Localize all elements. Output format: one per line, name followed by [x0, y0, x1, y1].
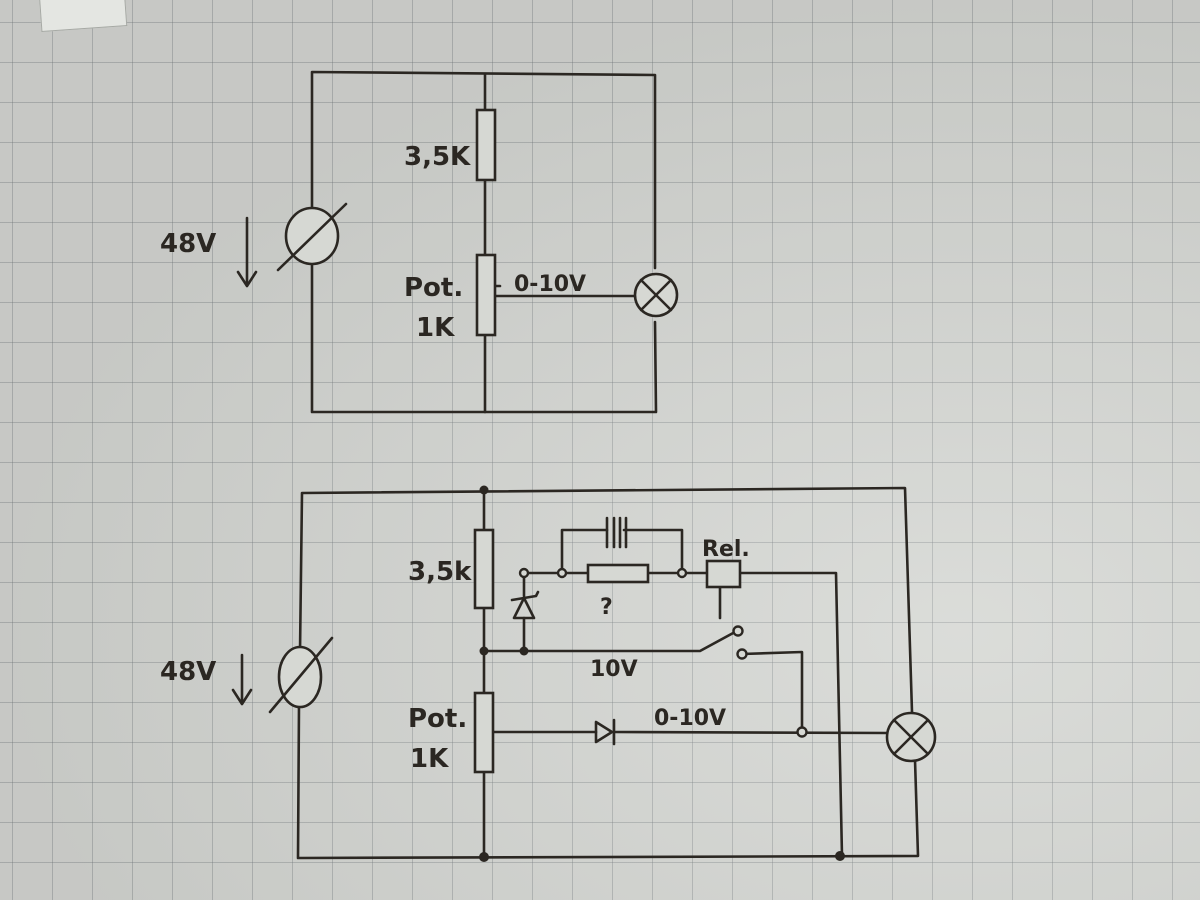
bottom-output-label: 0-10V: [654, 706, 726, 731]
top-output-label: 0-10V: [514, 272, 586, 297]
top-circuit: 48V 3,5K Pot. 1K 0-10V: [160, 70, 679, 414]
series-diode-icon: [594, 718, 616, 746]
top-pot-label-1: Pot.: [404, 273, 463, 303]
bottom-pot-label-1: Pot.: [408, 704, 467, 734]
diode-branch: [522, 571, 709, 653]
reference-voltage-label: 10V: [590, 657, 638, 682]
top-potentiometer: [475, 253, 497, 337]
bottom-pot-label-2: 1K: [410, 744, 449, 774]
top-source-label: 48V: [160, 229, 216, 259]
top-pot-label-2: 1K: [416, 313, 455, 343]
reference-wire: [482, 630, 737, 653]
top-voltage-arrow-icon: [236, 216, 258, 288]
top-resistor-3-5k: [475, 108, 497, 182]
capacitor-bypass: [560, 528, 684, 575]
junction-dots: [479, 485, 845, 862]
bottom-potentiometer: [473, 691, 495, 774]
bottom-resistor-3-5k: [473, 528, 495, 610]
bottom-voltage-arrow-icon: [231, 653, 253, 706]
unknown-resistor-label: ?: [600, 595, 613, 620]
bottom-circuit: 48V 3,5k Pot. 1K Rel. ? 10V 0-10V: [160, 485, 937, 862]
bottom-resistor-label: 3,5k: [408, 557, 472, 587]
relay-label: Rel.: [702, 537, 750, 562]
contact-wire: [740, 650, 804, 734]
relay-coil: [705, 559, 742, 589]
bottom-voltage-source: [268, 636, 334, 714]
zener-diode-icon: [510, 590, 540, 620]
wiper-output-wire: [492, 730, 892, 735]
top-resistor-label: 3,5K: [404, 142, 471, 172]
capacitor-icon: [605, 516, 628, 549]
top-lamp-icon: [633, 272, 679, 318]
bottom-outer-loop: [296, 486, 920, 860]
bottom-source-label: 48V: [160, 657, 216, 687]
unknown-resistor: [586, 563, 650, 584]
relay-coil-return: [738, 571, 844, 858]
bottom-lamp-icon: [885, 711, 937, 763]
top-voltage-source: [276, 202, 348, 272]
